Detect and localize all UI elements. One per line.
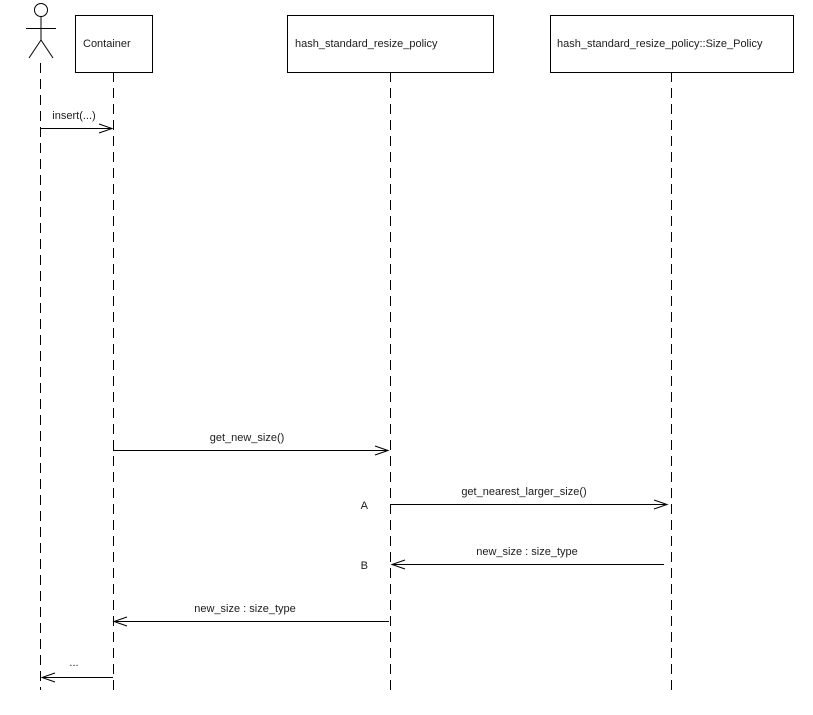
message-get-new-size-label: get_new_size() (210, 432, 285, 444)
participant-container-label: Container (83, 38, 131, 50)
message-insert-label: insert(...) (52, 110, 95, 122)
message-ellipsis-return-arrowhead (40, 672, 56, 683)
actor-right-leg (40, 39, 54, 59)
participant-size-policy-label: hash_standard_resize_policy::Size_Policy (557, 38, 763, 50)
message-ellipsis-return-label: ... (69, 657, 78, 669)
actor-head (34, 3, 48, 17)
participant-size-policy: hash_standard_resize_policy::Size_Policy (550, 15, 794, 73)
message-insert: insert(...) (40, 110, 114, 134)
message-new-size-return-label: new_size : size_type (194, 603, 296, 615)
participant-hash-standard-resize-policy: hash_standard_resize_policy (287, 15, 494, 73)
participant-container-box (75, 15, 153, 73)
actor-figure (26, 3, 56, 59)
message-new-size-return: new_size : size_type (112, 603, 389, 627)
participant-hash-standard-resize-policy-label: hash_standard_resize_policy (295, 38, 438, 50)
message-a-marker: A (361, 500, 369, 512)
actor-left-leg (28, 39, 42, 59)
participant-size-policy-box (550, 15, 794, 73)
message-get-new-size-arrowhead (374, 445, 390, 456)
message-get-nearest-larger-size-label: get_nearest_larger_size() (461, 486, 586, 498)
message-b-marker: B (361, 560, 368, 572)
message-ellipsis-return: ... (40, 657, 113, 683)
message-get-nearest-larger-size-arrowhead (653, 499, 669, 510)
message-insert-arrowhead (98, 123, 114, 134)
message-new-size-return-b: B new_size : size_type (361, 546, 664, 572)
message-new-size-return-arrowhead (112, 616, 128, 627)
message-new-size-return-b-label: new_size : size_type (476, 546, 578, 558)
message-get-new-size: get_new_size() (113, 432, 390, 456)
message-get-nearest-larger-size: A get_nearest_larger_size() (361, 486, 669, 512)
message-new-size-return-b-arrowhead (390, 559, 406, 570)
participant-container: Container (75, 15, 153, 73)
participant-hash-standard-resize-policy-box (287, 15, 494, 73)
